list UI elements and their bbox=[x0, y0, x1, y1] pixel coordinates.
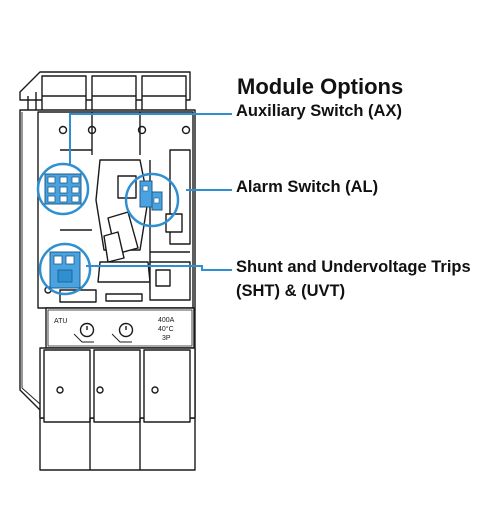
callout-shunt-line-1: Shunt and Undervoltage Trips bbox=[236, 258, 471, 276]
callout-alarm-switch: Alarm Switch (AL) bbox=[236, 178, 379, 196]
mechanism bbox=[59, 149, 191, 303]
diagram-title: Module Options bbox=[237, 74, 404, 99]
shunt-undervoltage-module bbox=[38, 242, 92, 296]
trip-unit-label: ATU bbox=[54, 318, 67, 325]
rating-label: 400A bbox=[158, 317, 175, 324]
poles-label: 3P bbox=[162, 335, 171, 342]
auxiliary-switch-module bbox=[36, 162, 90, 216]
temperature-label: 40°C bbox=[158, 325, 174, 333]
alarm-switch-module bbox=[124, 172, 180, 228]
callout-shunt-line-2: (SHT) & (UVT) bbox=[236, 282, 346, 300]
callout-auxiliary-switch: Auxiliary Switch (AX) bbox=[236, 102, 402, 120]
callout-lines bbox=[69, 113, 232, 271]
